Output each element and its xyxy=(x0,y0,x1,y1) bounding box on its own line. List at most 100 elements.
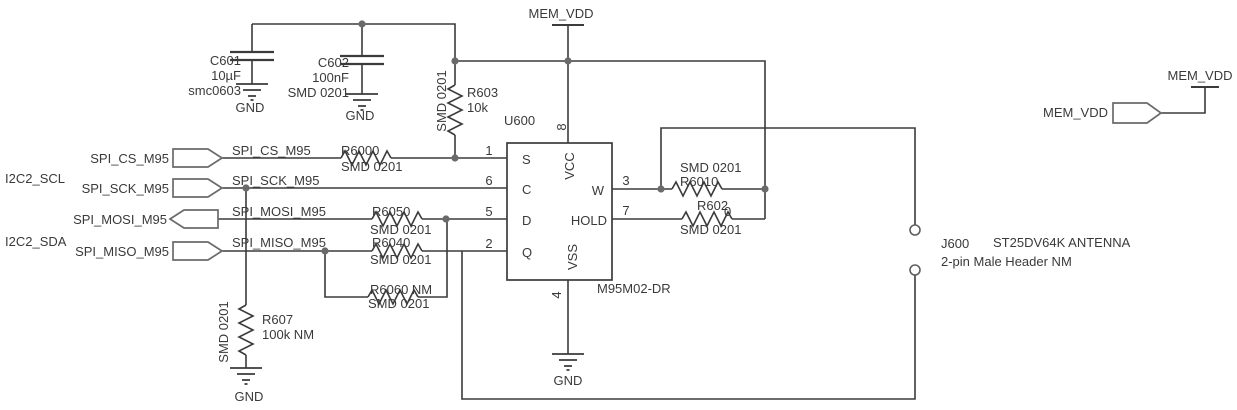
capacitor-c601[interactable] xyxy=(230,50,274,62)
pin-number-3: 3 xyxy=(622,173,629,188)
wire-vcc-rail-right xyxy=(455,60,766,219)
resistor-r601[interactable] xyxy=(671,180,723,198)
junction-dot xyxy=(358,20,366,28)
ic-u600-body[interactable] xyxy=(506,142,613,281)
port-label-spi-cs: SPI_CS_M95 xyxy=(90,151,169,166)
pin-number-7: 7 xyxy=(622,203,629,218)
pin-number-1: 1 xyxy=(485,143,492,158)
footprint-c601: smc0603 xyxy=(188,83,241,98)
refdes-r604: R6040 xyxy=(372,235,410,250)
refdes-c601: C601 xyxy=(210,53,241,68)
port-spi-miso[interactable] xyxy=(172,241,224,261)
junction-dot xyxy=(657,185,665,193)
footprint-r601: SMD 0201 xyxy=(680,160,741,175)
description-j600: 2-pin Male Header NM xyxy=(941,254,1072,269)
footprint-r604: SMD 0201 xyxy=(370,252,431,267)
labels: MEM_VDD MEM_VDD MEM_VDD C601 10µF smc060… xyxy=(5,6,1233,404)
refdes-u600: U600 xyxy=(504,113,535,128)
refdes-r605: R6050 xyxy=(372,204,410,219)
port-mem-vdd-right[interactable] xyxy=(1112,102,1163,124)
pin-name-w: W xyxy=(592,183,605,198)
refdes-r606: R6060 NM xyxy=(370,282,432,297)
wires xyxy=(218,23,1206,400)
wire-j600-pin1 xyxy=(660,127,916,225)
pin-name-d: D xyxy=(522,213,531,228)
value-r602: 0 xyxy=(724,204,731,219)
pin-name-q: Q xyxy=(522,245,532,260)
refdes-r607: R607 xyxy=(262,312,293,327)
wire-r606-loop xyxy=(324,219,448,298)
gnd-symbol-c602[interactable] xyxy=(346,93,378,111)
port-label-spi-mosi: SPI_MOSI_M95 xyxy=(73,212,167,227)
net-label-spi-cs: SPI_CS_M95 xyxy=(232,143,311,158)
pin-number-2: 2 xyxy=(485,236,492,251)
gnd-symbol-c601[interactable] xyxy=(236,83,268,101)
gnd-symbol-u600[interactable] xyxy=(552,353,584,371)
footprint-c602: SMD 0201 xyxy=(288,85,349,100)
header-j600-pin1[interactable] xyxy=(909,224,921,236)
resistor-r606[interactable] xyxy=(367,288,419,306)
value-r607: 100k NM xyxy=(262,327,314,342)
port-label-spi-miso: SPI_MISO_M95 xyxy=(75,244,169,259)
wire-j600-pin2 xyxy=(461,251,916,400)
junction-dot xyxy=(564,57,572,65)
net-label-spi-mosi: SPI_MOSI_M95 xyxy=(232,204,326,219)
footprint-r605: SMD 0201 xyxy=(370,222,431,237)
pin-name-s: S xyxy=(522,152,531,167)
pin-name-vss: VSS xyxy=(565,244,580,270)
net-label-i2c2-sda: I2C2_SDA xyxy=(5,234,67,249)
wire-vcc-rail-left xyxy=(252,23,456,61)
footprint-r602: SMD 0201 xyxy=(680,222,741,237)
part-j600: ST25DV64K ANTENNA xyxy=(993,235,1131,250)
pin-number-8: 8 xyxy=(554,123,569,130)
value-c602: 100nF xyxy=(312,70,349,85)
gnd-label-c601: GND xyxy=(236,100,265,115)
refdes-r602: R602 xyxy=(697,198,728,213)
capacitor-c602[interactable] xyxy=(340,54,384,66)
junction-dot xyxy=(242,184,250,192)
footprint-r600: SMD 0201 xyxy=(341,159,402,174)
net-label-i2c2-scl: I2C2_SCL xyxy=(5,171,65,186)
gnd-label-r607: GND xyxy=(235,389,264,404)
refdes-c602: C602 xyxy=(318,55,349,70)
net-label-mem-vdd-right-flag: MEM_VDD xyxy=(1167,68,1232,83)
net-label-mem-vdd-top: MEM_VDD xyxy=(528,6,593,21)
wire-vdd-right xyxy=(1161,87,1206,114)
port-spi-sck[interactable] xyxy=(172,178,224,198)
value-c601: 10µF xyxy=(211,68,241,83)
pin-name-c: C xyxy=(522,182,531,197)
port-label-mem-vdd-right: MEM_VDD xyxy=(1043,105,1108,120)
junction-dots xyxy=(242,20,769,255)
junction-dot xyxy=(761,185,769,193)
part-u600: M95M02-DR xyxy=(597,281,671,296)
net-label-spi-sck: SPI_SCK_M95 xyxy=(232,173,319,188)
resistor-r602[interactable] xyxy=(681,210,733,228)
gnd-symbol-r607[interactable] xyxy=(230,367,262,385)
header-j600-pin2[interactable] xyxy=(909,264,921,276)
footprint-r607: SMD 0201 xyxy=(216,301,231,362)
resistor-r605[interactable] xyxy=(371,210,423,228)
refdes-r600: R6000 xyxy=(341,143,379,158)
pin-number-4: 4 xyxy=(549,291,564,298)
pin-number-5: 5 xyxy=(485,204,492,219)
refdes-r603: R603 xyxy=(467,85,498,100)
pin-number-6: 6 xyxy=(485,173,492,188)
gnd-label-u600: GND xyxy=(554,373,583,388)
ports xyxy=(168,102,1163,261)
port-spi-cs[interactable] xyxy=(172,148,224,168)
resistor-r600[interactable] xyxy=(340,149,392,167)
port-spi-mosi[interactable] xyxy=(168,209,219,229)
junction-dot xyxy=(451,57,459,65)
resistor-r607[interactable] xyxy=(237,304,255,356)
junction-dot xyxy=(321,247,329,255)
net-label-spi-miso: SPI_MISO_M95 xyxy=(232,235,326,250)
components xyxy=(230,24,1219,385)
resistor-r603[interactable] xyxy=(446,84,464,136)
pin-name-vcc: VCC xyxy=(562,152,577,179)
footprint-r606: SMD 0201 xyxy=(368,296,429,311)
junction-dot xyxy=(442,215,450,223)
resistor-r604[interactable] xyxy=(371,242,423,260)
footprint-r603: SMD 0201 xyxy=(434,70,449,131)
